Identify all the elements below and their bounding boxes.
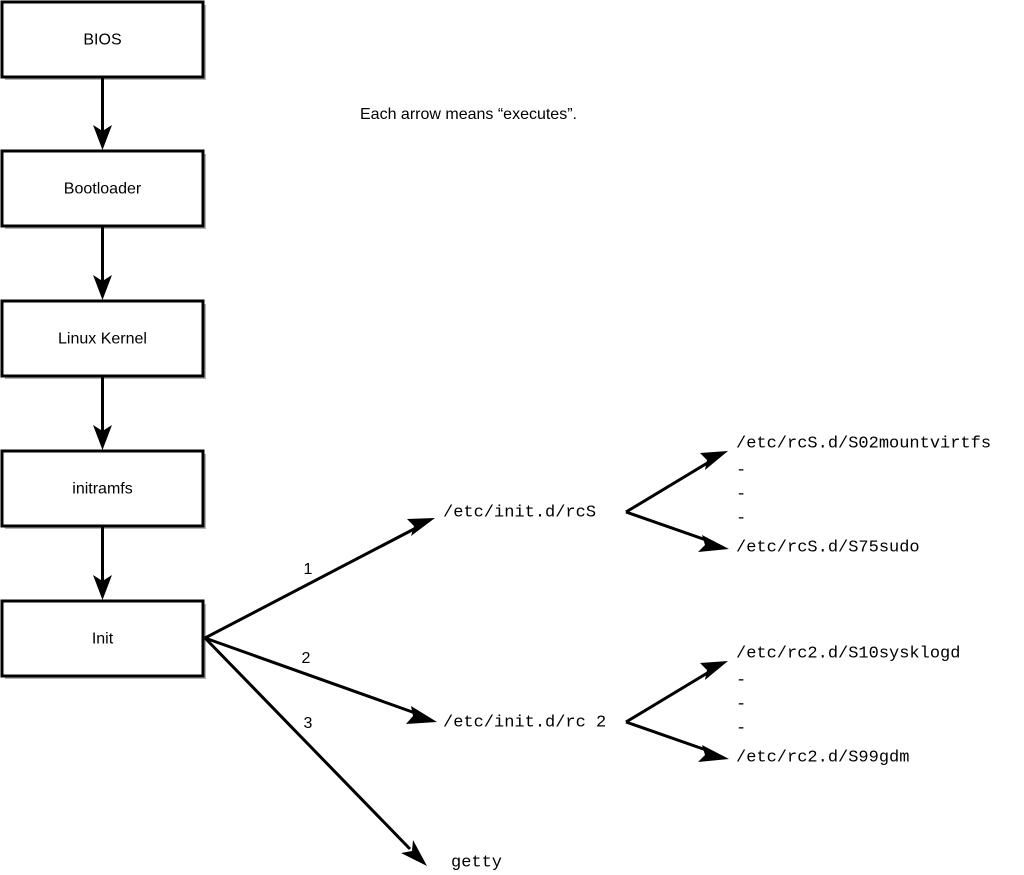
node-bios-rect (0, 0, 205, 79)
label-init-d-rc2[interactable]: /etc/init.d/rc 2 (443, 713, 606, 732)
arrow-init-branch-1 (204, 518, 435, 640)
node-bootloader[interactable]: Bootloader (0, 149, 206, 229)
rcS-ellipsis-dash-3: - (736, 509, 746, 528)
arrow-label-1: 1 (304, 561, 313, 578)
arrow-rcS-to-first-script (625, 451, 728, 514)
node-bootloader-rect (0, 149, 205, 228)
rc2-ellipsis-dash-1: - (736, 671, 746, 690)
node-init-rect (0, 599, 205, 678)
arrow-bootloader-to-kernel (93, 226, 112, 300)
node-initramfs[interactable]: initramfs (0, 449, 206, 529)
label-rc2-script-first[interactable]: /etc/rc2.d/S10sysklogd (736, 644, 960, 663)
node-initramfs-rect (0, 449, 205, 528)
label-rcS-script-last[interactable]: /etc/rcS.d/S75sudo (736, 538, 920, 557)
node-initramfs-label: initramfs (72, 481, 132, 498)
arrow-rc2-to-last-script (625, 720, 729, 762)
node-linux-kernel-label: Linux Kernel (58, 331, 147, 348)
arrow-init-branch-3 (203, 636, 427, 866)
arrow-label-2: 2 (302, 650, 311, 667)
arrow-rc2-to-first-script (625, 661, 728, 724)
rc2-ellipsis-dash-3: - (736, 719, 746, 738)
arrow-kernel-to-initramfs (93, 376, 112, 450)
node-linux-kernel[interactable]: Linux Kernel (0, 299, 206, 379)
rc2-ellipsis-dash-2: - (736, 695, 746, 714)
rcS-ellipsis-dash-1: - (736, 461, 746, 480)
arrow-init-branch-2 (204, 636, 437, 724)
node-init-label: Init (92, 631, 114, 648)
label-init-d-rcS[interactable]: /etc/init.d/rcS (443, 503, 596, 522)
arrow-label-3: 3 (304, 715, 313, 732)
label-rc2-script-last[interactable]: /etc/rc2.d/S99gdm (736, 748, 909, 767)
node-init[interactable]: Init (0, 599, 206, 679)
arrow-bios-to-bootloader (93, 77, 112, 150)
node-bios-label: BIOS (83, 32, 121, 49)
arrow-rcS-to-last-script (625, 510, 729, 552)
node-bootloader-label: Bootloader (64, 181, 142, 198)
label-getty[interactable]: getty (451, 853, 502, 872)
arrow-initramfs-to-init (93, 526, 112, 600)
label-rcS-script-first[interactable]: /etc/rcS.d/S02mountvirtfs (736, 434, 991, 453)
rcS-ellipsis-dash-2: - (736, 485, 746, 504)
node-bios[interactable]: BIOS (0, 0, 206, 80)
diagram-caption: Each arrow means “executes”. (360, 106, 577, 123)
